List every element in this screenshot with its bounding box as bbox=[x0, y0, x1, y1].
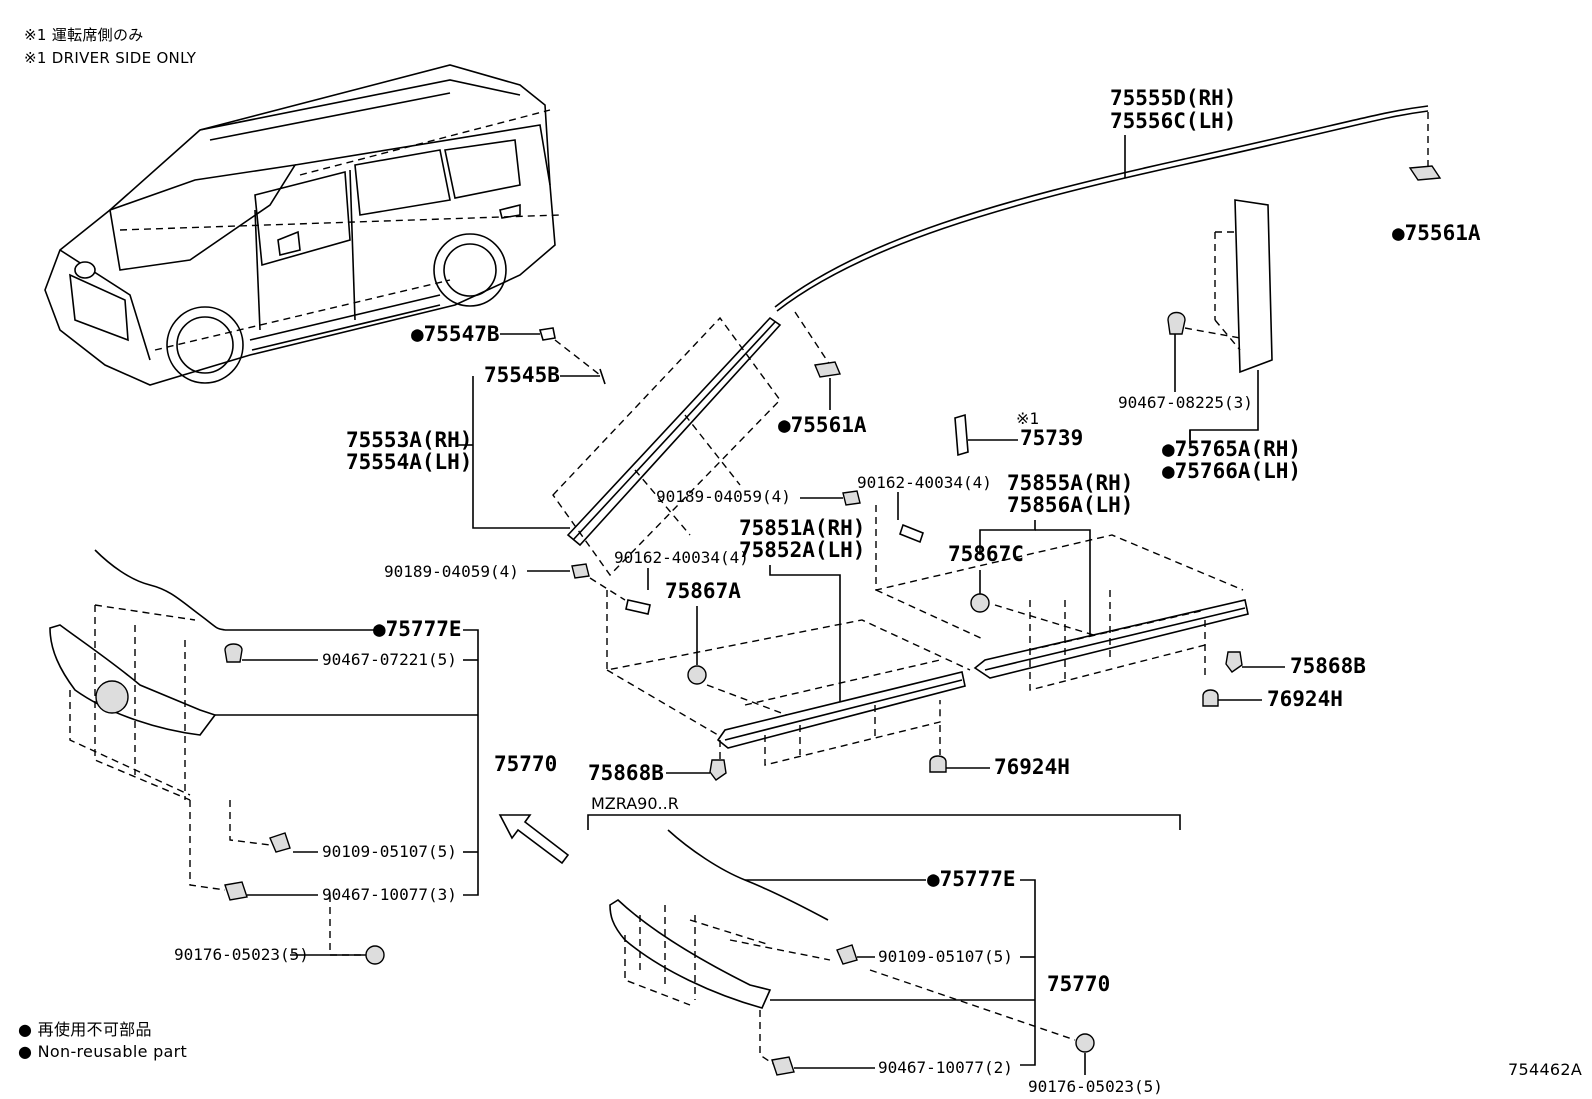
label-90109-a: 90109-05107(5) bbox=[322, 842, 457, 861]
label-76924H-left: 76924H bbox=[994, 755, 1070, 779]
label-75770-right: 75770 bbox=[1047, 972, 1110, 996]
label-75856A: 75856A(LH) bbox=[1007, 493, 1133, 517]
front-grille-assembly-left: ●75777E 90467-07221(5) 75770 90109-05107… bbox=[49, 549, 557, 965]
roof-drip-molding: 75555D(RH) 75556C(LH) ●75561A ●75561A bbox=[774, 86, 1481, 437]
rocker-molding-rear: 90162-40034(4) 90189-04059(4) 75855A(RH)… bbox=[656, 471, 1366, 711]
part-75739: ※1 75739 bbox=[954, 409, 1083, 457]
label-75554A: 75554A(LH) bbox=[346, 450, 472, 474]
label-75561A-right: ●75561A bbox=[1392, 221, 1481, 245]
label-75561A-center: ●75561A bbox=[778, 413, 867, 437]
windshield-molding-assembly: ●75547B 75545B 75553A(RH) 75554A(LH) bbox=[346, 316, 782, 577]
label-76924H-right: 76924H bbox=[1267, 687, 1343, 711]
label-75867A: 75867A bbox=[665, 579, 741, 603]
rear-pillar-garnish: 90467-08225(3) ●75765A(RH) ●75766A(LH) bbox=[1118, 199, 1301, 483]
label-90467-10077-a: 90467-10077(3) bbox=[322, 885, 457, 904]
label-75547B: ●75547B bbox=[411, 322, 500, 346]
label-star1: ※1 bbox=[1016, 409, 1039, 428]
label-75868B-left: 75868B bbox=[588, 761, 664, 785]
label-90162-b: 90162-40034(4) bbox=[614, 548, 749, 567]
label-75556C: 75556C(LH) bbox=[1110, 109, 1236, 133]
label-90176-b: 90176-05023(5) bbox=[1028, 1077, 1163, 1096]
label-75770-left: 75770 bbox=[494, 752, 557, 776]
rocker-molding-front: 75851A(RH) 75852A(LH) 90189-04059(4) 901… bbox=[384, 516, 1070, 785]
label-90467-07221: 90467-07221(5) bbox=[322, 650, 457, 669]
label-75765A: ●75765A(RH) bbox=[1162, 437, 1301, 461]
legend-en: ● Non-reusable part bbox=[18, 1042, 188, 1061]
label-75868B-right: 75868B bbox=[1290, 654, 1366, 678]
label-90109-b: 90109-05107(5) bbox=[878, 947, 1013, 966]
label-75739: 75739 bbox=[1020, 426, 1083, 450]
label-75545B: 75545B bbox=[484, 363, 560, 387]
label-90176-a: 90176-05023(5) bbox=[174, 945, 309, 964]
label-75852A: 75852A(LH) bbox=[739, 538, 865, 562]
label-90189-b: 90189-04059(4) bbox=[384, 562, 519, 581]
label-75555D: 75555D(RH) bbox=[1110, 86, 1236, 110]
label-90162-a: 90162-40034(4) bbox=[857, 473, 992, 492]
driver-side-note-jp: ※1 運転席側のみ bbox=[24, 26, 144, 44]
driver-side-note-en: ※1 DRIVER SIDE ONLY bbox=[24, 49, 197, 67]
label-75855A: 75855A(RH) bbox=[1007, 471, 1133, 495]
variant-label: MZRA90..R bbox=[591, 794, 679, 813]
label-90467-08225: 90467-08225(3) bbox=[1118, 393, 1253, 412]
label-75553A: 75553A(RH) bbox=[346, 428, 472, 452]
label-75766A: ●75766A(LH) bbox=[1162, 459, 1301, 483]
vehicle-illustration bbox=[44, 64, 561, 386]
direction-arrow bbox=[498, 814, 570, 865]
illustration-number: 754462A bbox=[1508, 1060, 1583, 1079]
label-90467-10077-b: 90467-10077(2) bbox=[878, 1058, 1013, 1077]
legend-jp: ● 再使用不可部品 bbox=[18, 1020, 152, 1039]
label-75851A: 75851A(RH) bbox=[739, 516, 865, 540]
label-75777E-right: ●75777E bbox=[927, 867, 1016, 891]
label-90189-a: 90189-04059(4) bbox=[656, 487, 791, 506]
label-75867C: 75867C bbox=[948, 542, 1024, 566]
label-75777E-left: ●75777E bbox=[373, 617, 462, 641]
grille-variant-mzra90: MZRA90..R ●75777E 90109-05107(5) 75770 9… bbox=[587, 794, 1181, 1096]
